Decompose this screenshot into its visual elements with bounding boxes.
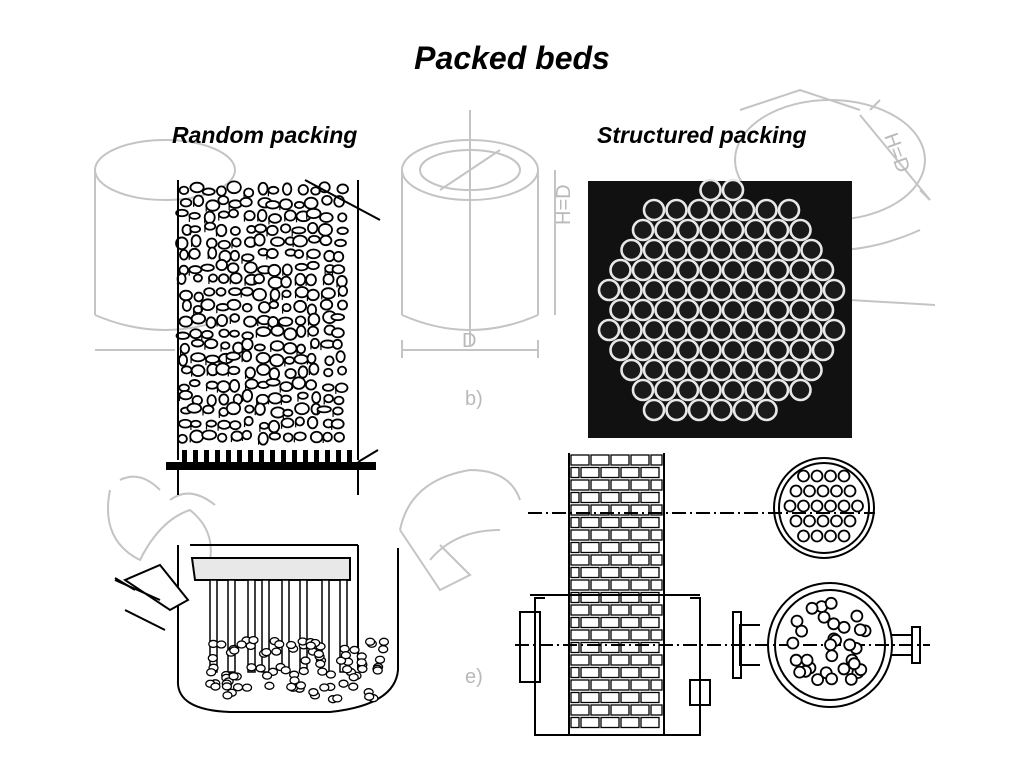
faint-label-e: e) — [465, 666, 483, 688]
random-packing-heading: Random packing — [172, 122, 358, 148]
faint-saddle-left — [107, 475, 216, 562]
faint-ring-center — [401, 110, 556, 358]
slide-title: Packed beds — [414, 40, 610, 76]
faint-ring-right — [734, 88, 936, 306]
faint-label-b: b) — [465, 388, 483, 410]
faint-saddle-center — [399, 468, 521, 592]
structured-packing-heading: Structured packing — [597, 122, 807, 148]
faint-dim-d: D — [462, 330, 477, 352]
